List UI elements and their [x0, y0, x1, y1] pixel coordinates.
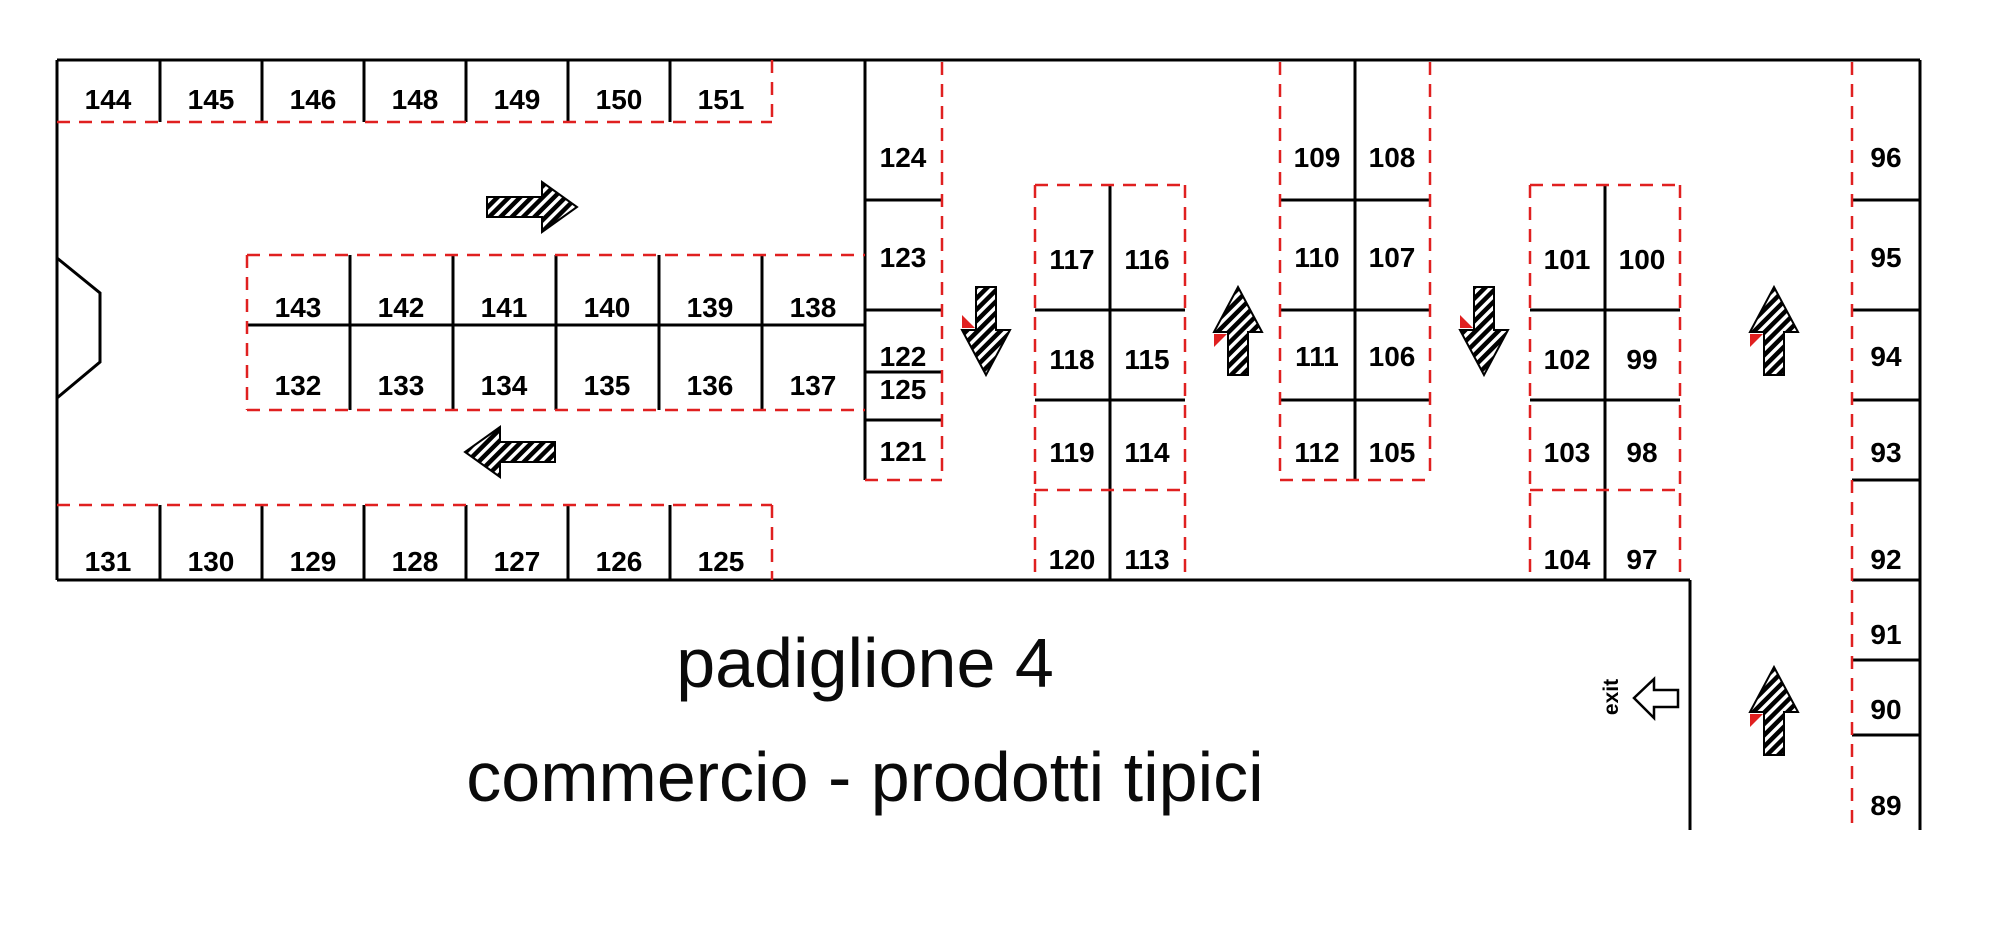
booth-label: 135 — [583, 370, 631, 401]
exit-arrow-icon — [1632, 676, 1680, 722]
booth-label: 139 — [686, 292, 734, 323]
booth-label: 129 — [289, 546, 337, 577]
booth-label: 107 — [1368, 242, 1416, 273]
booth-label: 90 — [1870, 694, 1902, 725]
booth-label: 113 — [1124, 544, 1170, 575]
booth-label: 142 — [377, 292, 425, 323]
booth-label: 122 — [879, 341, 927, 372]
booth-label: 117 — [1049, 244, 1095, 275]
booth-label: 102 — [1543, 344, 1591, 375]
booth-label: 131 — [84, 546, 132, 577]
booth-label: 111 — [1295, 341, 1339, 372]
booth-label: 114 — [1124, 437, 1170, 468]
booth-label: 130 — [187, 546, 235, 577]
aisle-arrow-up-icon — [1212, 284, 1264, 376]
exit-label: exit — [1600, 678, 1623, 716]
booth-label: 145 — [187, 84, 235, 115]
booth-label: 141 — [480, 292, 528, 323]
booth-label: 89 — [1870, 790, 1902, 821]
booth-label: 140 — [583, 292, 631, 323]
booth-label: 120 — [1048, 544, 1096, 575]
booth-dashed-outlines — [57, 60, 1854, 830]
booth-label: 125 — [697, 546, 745, 577]
booth-label: 108 — [1368, 142, 1416, 173]
booth-label: 98 — [1626, 437, 1658, 468]
aisle-arrow-down-icon — [1458, 286, 1510, 378]
booth-label: 149 — [493, 84, 541, 115]
booth-label: 106 — [1368, 341, 1416, 372]
booth-label: 100 — [1618, 244, 1666, 275]
hall-walls — [55, 58, 1922, 830]
booth-label: 93 — [1870, 437, 1902, 468]
booth-label: 92 — [1870, 544, 1902, 575]
booth-label: 97 — [1626, 544, 1658, 575]
booth-label: 101 — [1543, 244, 1591, 275]
booth-label: 96 — [1870, 142, 1902, 173]
booth-label: 99 — [1626, 344, 1658, 375]
booth-label: 94 — [1870, 341, 1902, 372]
flow-arrow-left-icon — [463, 425, 556, 479]
booth-label: 115 — [1124, 344, 1170, 375]
booth-label: 116 — [1124, 244, 1170, 275]
booth-label: 109 — [1293, 142, 1341, 173]
booth-label: 143 — [274, 292, 322, 323]
booth-label: 118 — [1049, 344, 1095, 375]
booth-label: 91 — [1870, 619, 1902, 650]
booth-label: 105 — [1368, 437, 1416, 468]
aisle-arrow-down-icon — [960, 286, 1012, 378]
booth-label: 123 — [879, 242, 927, 273]
booth-label: 134 — [480, 370, 528, 401]
booth-label: 104 — [1543, 544, 1591, 575]
booth-label: 110 — [1294, 242, 1340, 273]
booth-label: 132 — [274, 370, 322, 401]
booth-label: 150 — [595, 84, 643, 115]
booth-label: 95 — [1870, 242, 1902, 273]
booth-label: 126 — [595, 546, 643, 577]
booth-label: 121 — [879, 436, 927, 467]
booth-label: 127 — [493, 546, 541, 577]
flow-arrow-right-icon — [486, 180, 579, 234]
pavilion-title-line2: commercio - prodotti tipici — [466, 738, 1264, 816]
booth-label: 128 — [391, 546, 439, 577]
booth-label: 148 — [391, 84, 439, 115]
aisle-arrow-up-icon — [1748, 284, 1800, 376]
booth-label: 119 — [1049, 437, 1095, 468]
booth-label: 136 — [686, 370, 734, 401]
booth-label: 125 — [879, 374, 927, 405]
entrance-door — [56, 256, 102, 400]
exit-aisle-arrow-up-icon — [1748, 664, 1800, 756]
pavilion-title-line1: padiglione 4 — [676, 624, 1054, 702]
booth-label: 133 — [377, 370, 425, 401]
booth-label: 112 — [1294, 437, 1340, 468]
booth-label: 103 — [1543, 437, 1591, 468]
booth-label: 146 — [289, 84, 337, 115]
booth-label: 151 — [697, 84, 745, 115]
booth-label: 144 — [84, 84, 132, 115]
booth-label: 124 — [879, 142, 927, 173]
booth-label: 138 — [789, 292, 837, 323]
booth-label: 137 — [789, 370, 837, 401]
pavilion-title: padiglione 4 commercio - prodotti tipici — [290, 628, 1440, 812]
booth-partitions — [158, 60, 1920, 737]
